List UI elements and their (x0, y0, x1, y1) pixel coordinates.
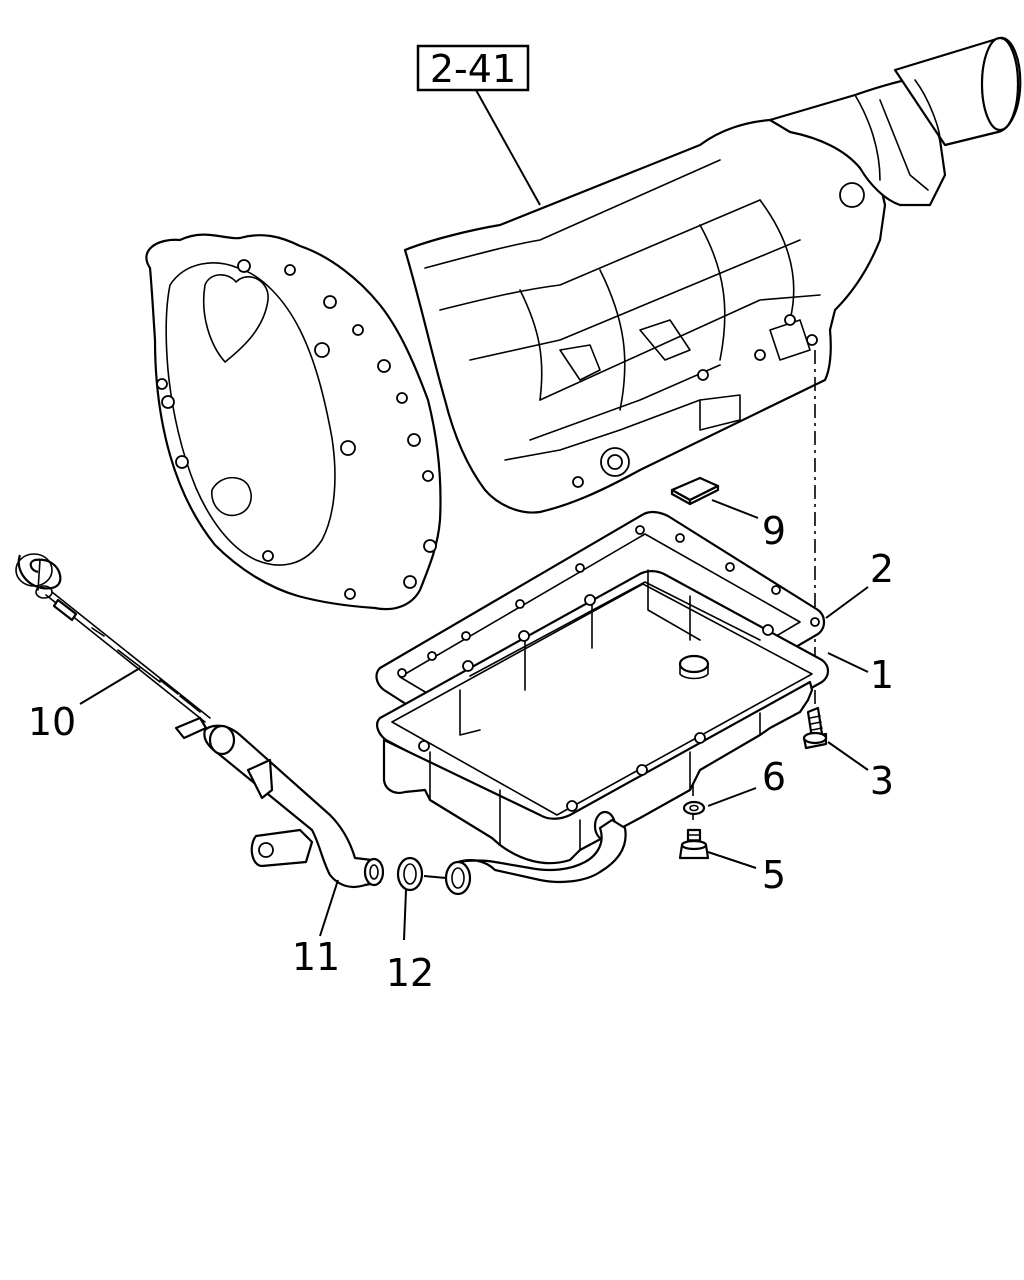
callout-10: 10 (28, 700, 76, 744)
callout-3: 3 (870, 759, 894, 803)
callout-12: 12 (386, 951, 434, 995)
part-10-dipstick (15, 553, 211, 723)
transmission-assembly (145, 36, 1022, 611)
part-1-oil-pan (376, 569, 830, 865)
leader-line (711, 499, 759, 519)
callout-5: 5 (762, 853, 786, 897)
leader-line (827, 741, 869, 771)
leader-line (825, 586, 869, 619)
part-6-washer (682, 800, 706, 816)
leader-line (423, 875, 447, 879)
part-5-drain-plug (678, 828, 710, 860)
callout-6: 6 (762, 755, 786, 799)
callout-11: 11 (292, 935, 340, 979)
reference-callout: 2-41 (416, 44, 530, 92)
reference-box (416, 44, 530, 92)
leader-line (403, 889, 407, 941)
part-3-bolt (802, 706, 828, 750)
leader-line (475, 89, 541, 206)
leader-line (707, 787, 757, 807)
part-12-o-ring (396, 856, 424, 892)
part-9-label-plate (670, 476, 720, 506)
leader-line (319, 879, 339, 937)
leader-line (79, 667, 141, 705)
callout-2: 2 (870, 547, 894, 591)
leader-line (827, 652, 869, 673)
oil-filler-pipe (444, 818, 627, 896)
callout-9: 9 (762, 509, 786, 553)
part-11-filler-tube (174, 716, 385, 889)
callout-1: 1 (870, 653, 894, 697)
leader-line (707, 851, 757, 869)
reference-label: 2-41 (430, 47, 516, 91)
